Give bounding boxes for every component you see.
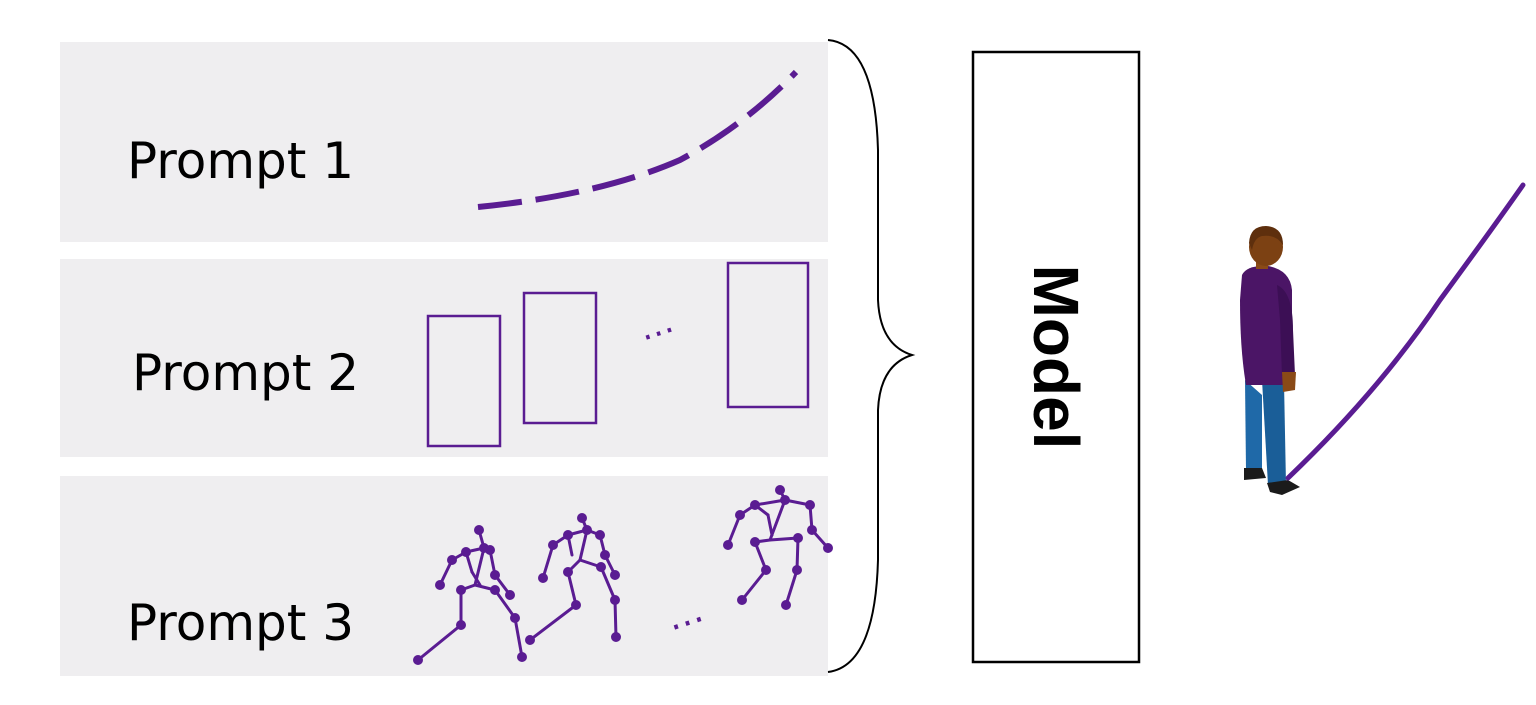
skeleton-pose-3: [723, 485, 833, 610]
trajectory-dashed-curve: [477, 69, 799, 210]
output-person: [1240, 226, 1300, 495]
model-box: [971, 50, 1141, 664]
output-trajectory: [1285, 182, 1526, 481]
prompt-2-background: [60, 259, 828, 457]
skeleton-pose-2: [525, 513, 621, 645]
prompt-1-label: Prompt 1: [127, 132, 354, 190]
prompt-1-background: [60, 42, 828, 242]
grouping-brace: [827, 39, 916, 673]
prompt-2-panel: Prompt 2 …: [60, 259, 828, 457]
model-label: Model: [1020, 265, 1092, 450]
skeleton-pose-1: [413, 525, 527, 665]
model-block: Model: [971, 50, 1141, 664]
bounding-box-1: [426, 314, 502, 448]
prompt-3-panel: Prompt 3: [60, 476, 833, 676]
prompt-2-label: Prompt 2: [132, 344, 359, 402]
bounding-box-2: [522, 291, 598, 425]
prompt-3-label: Prompt 3: [127, 594, 354, 652]
prompt-1-panel: Prompt 1: [60, 42, 828, 242]
bounding-box-3: [726, 261, 810, 409]
